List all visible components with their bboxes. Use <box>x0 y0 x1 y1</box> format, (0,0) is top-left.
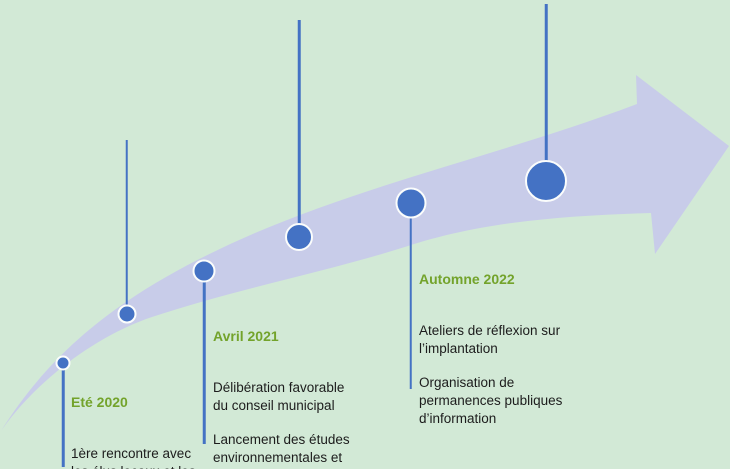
connector-line <box>409 204 412 389</box>
connector-line <box>297 20 301 237</box>
milestone-description: 1ère rencontre avec les élus locaux et l… <box>71 446 196 469</box>
milestone-description: Lancement des études environnementales e… <box>213 432 350 469</box>
milestone-dot <box>395 187 426 219</box>
connector-line <box>61 363 65 467</box>
connector-line <box>125 140 128 314</box>
connector-line <box>202 271 206 444</box>
milestone-dot <box>285 223 313 251</box>
milestone-dot <box>117 304 136 324</box>
milestone-dot <box>55 355 71 371</box>
milestone-description: Délibération favorable du conseil munici… <box>213 380 345 413</box>
milestone-date: Eté 2020 <box>71 394 128 410</box>
milestone-date: Automne 2022 <box>419 271 515 287</box>
milestone-description: Organisation de permanences publiques d’… <box>419 375 563 426</box>
milestone-date: Avril 2021 <box>213 328 279 344</box>
milestone-dot <box>525 160 567 202</box>
milestone-label: Avril 2021 Délibération favorable du con… <box>213 309 368 469</box>
connector-line <box>544 4 548 181</box>
milestone-label: Eté 2020 1ère rencontre avec les élus lo… <box>71 375 221 469</box>
milestone-description: Ateliers de réflexion sur l’implantation <box>419 323 561 356</box>
milestone-label: Automne 2022 Ateliers de réflexion sur l… <box>419 252 584 444</box>
milestone-dot <box>192 259 216 283</box>
